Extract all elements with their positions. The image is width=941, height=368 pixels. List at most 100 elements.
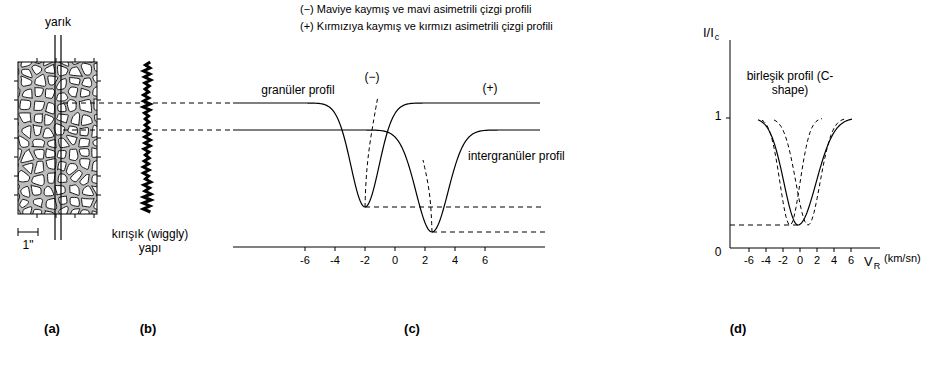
axis-tick	[783, 248, 784, 252]
panel-label: (b)	[140, 322, 157, 337]
granule	[80, 159, 90, 170]
granule	[21, 76, 32, 86]
slit-line	[54, 35, 55, 240]
frame-tick	[97, 195, 101, 196]
granule	[19, 136, 29, 147]
frame-tick	[97, 157, 101, 158]
granule	[32, 139, 45, 147]
axis-tick	[834, 248, 835, 252]
granule	[20, 100, 31, 110]
minimum-guide	[730, 225, 798, 226]
velocity-axis	[730, 248, 880, 249]
panel-label: (a)	[44, 322, 60, 337]
axis-tick-label: 6	[848, 254, 854, 267]
granule	[48, 76, 58, 85]
frame-tick	[56, 58, 57, 62]
axis-tick-label: 2	[814, 254, 820, 267]
granule	[18, 149, 22, 161]
frame-tick	[94, 214, 95, 218]
frame-tick	[14, 119, 18, 120]
granule	[45, 103, 54, 114]
granule	[80, 128, 88, 136]
slit-line	[60, 35, 61, 240]
panel-label: (c)	[404, 322, 420, 337]
granule	[59, 206, 68, 214]
granule	[93, 75, 97, 83]
granule	[93, 138, 97, 148]
intergranular-profile	[233, 130, 540, 232]
legend-text: (−) Maviye kaymış ve mavi asimetrili çiz…	[300, 3, 531, 16]
granule	[45, 89, 54, 99]
granule	[57, 151, 66, 159]
granule	[45, 115, 54, 126]
axis-unit: (km/sn)	[884, 252, 921, 265]
granule	[21, 149, 34, 163]
granule	[58, 174, 67, 183]
panel-label: (d)	[730, 322, 747, 337]
granule	[92, 125, 97, 137]
granule	[33, 198, 42, 207]
profile-label: granüler profil	[261, 84, 334, 98]
granule	[70, 197, 79, 206]
slit-label: yarık	[45, 16, 71, 30]
granule	[78, 210, 89, 214]
axis-tick-label: -2	[360, 254, 370, 267]
minimum-guide	[365, 207, 545, 208]
granule	[92, 175, 97, 184]
granule	[94, 99, 97, 110]
guide-line	[63, 103, 233, 104]
axis-tick-label: -4	[761, 254, 771, 267]
granule	[20, 199, 29, 207]
granule	[58, 161, 67, 171]
axis-tick-label: 1	[715, 110, 722, 124]
granule	[58, 65, 68, 76]
granule	[57, 114, 69, 123]
axis-tick	[305, 247, 306, 251]
frame-tick	[14, 176, 18, 177]
granule	[35, 161, 44, 173]
component-profile	[774, 119, 846, 225]
axis-tick-label: 4	[452, 254, 458, 267]
frame-tick	[94, 58, 95, 62]
scale-bar	[18, 228, 38, 236]
granule	[82, 198, 95, 207]
granule	[81, 115, 92, 125]
granulation-ground	[18, 62, 97, 214]
granule	[44, 186, 54, 195]
axis-tick-label: 0	[797, 254, 803, 267]
axis-tick-label: -6	[300, 254, 310, 267]
granule	[82, 186, 93, 196]
frame-tick	[37, 214, 38, 218]
granule	[79, 149, 89, 157]
granule	[81, 63, 91, 75]
granule	[80, 88, 89, 97]
granule	[21, 186, 30, 197]
granule	[68, 87, 77, 97]
axis-subscript: c	[715, 32, 720, 42]
frame-tick	[56, 214, 57, 218]
intensity-axis	[730, 40, 731, 248]
frame-tick	[14, 138, 18, 139]
axis-tick	[726, 118, 730, 119]
axis-tick-label: -2	[778, 254, 788, 267]
frame-tick	[97, 100, 101, 101]
velocity-axis	[233, 247, 545, 248]
frame-tick	[14, 195, 18, 196]
frame-tick	[97, 138, 101, 139]
granule	[93, 86, 97, 96]
axis-tick-label: -4	[330, 254, 340, 267]
axis-tick	[851, 248, 852, 252]
axis-tick	[395, 247, 396, 251]
granule	[18, 171, 30, 182]
granule	[58, 104, 66, 112]
granule	[82, 78, 92, 87]
granule	[32, 175, 45, 186]
axis-tick-label: 0	[715, 246, 722, 260]
frame-tick	[75, 58, 76, 62]
granule	[34, 150, 44, 159]
granule	[22, 89, 32, 98]
frame-tick	[75, 214, 76, 218]
granule	[69, 67, 82, 76]
scale-label: 1"	[23, 239, 34, 253]
profile-label: intergranüler profil	[468, 150, 565, 164]
